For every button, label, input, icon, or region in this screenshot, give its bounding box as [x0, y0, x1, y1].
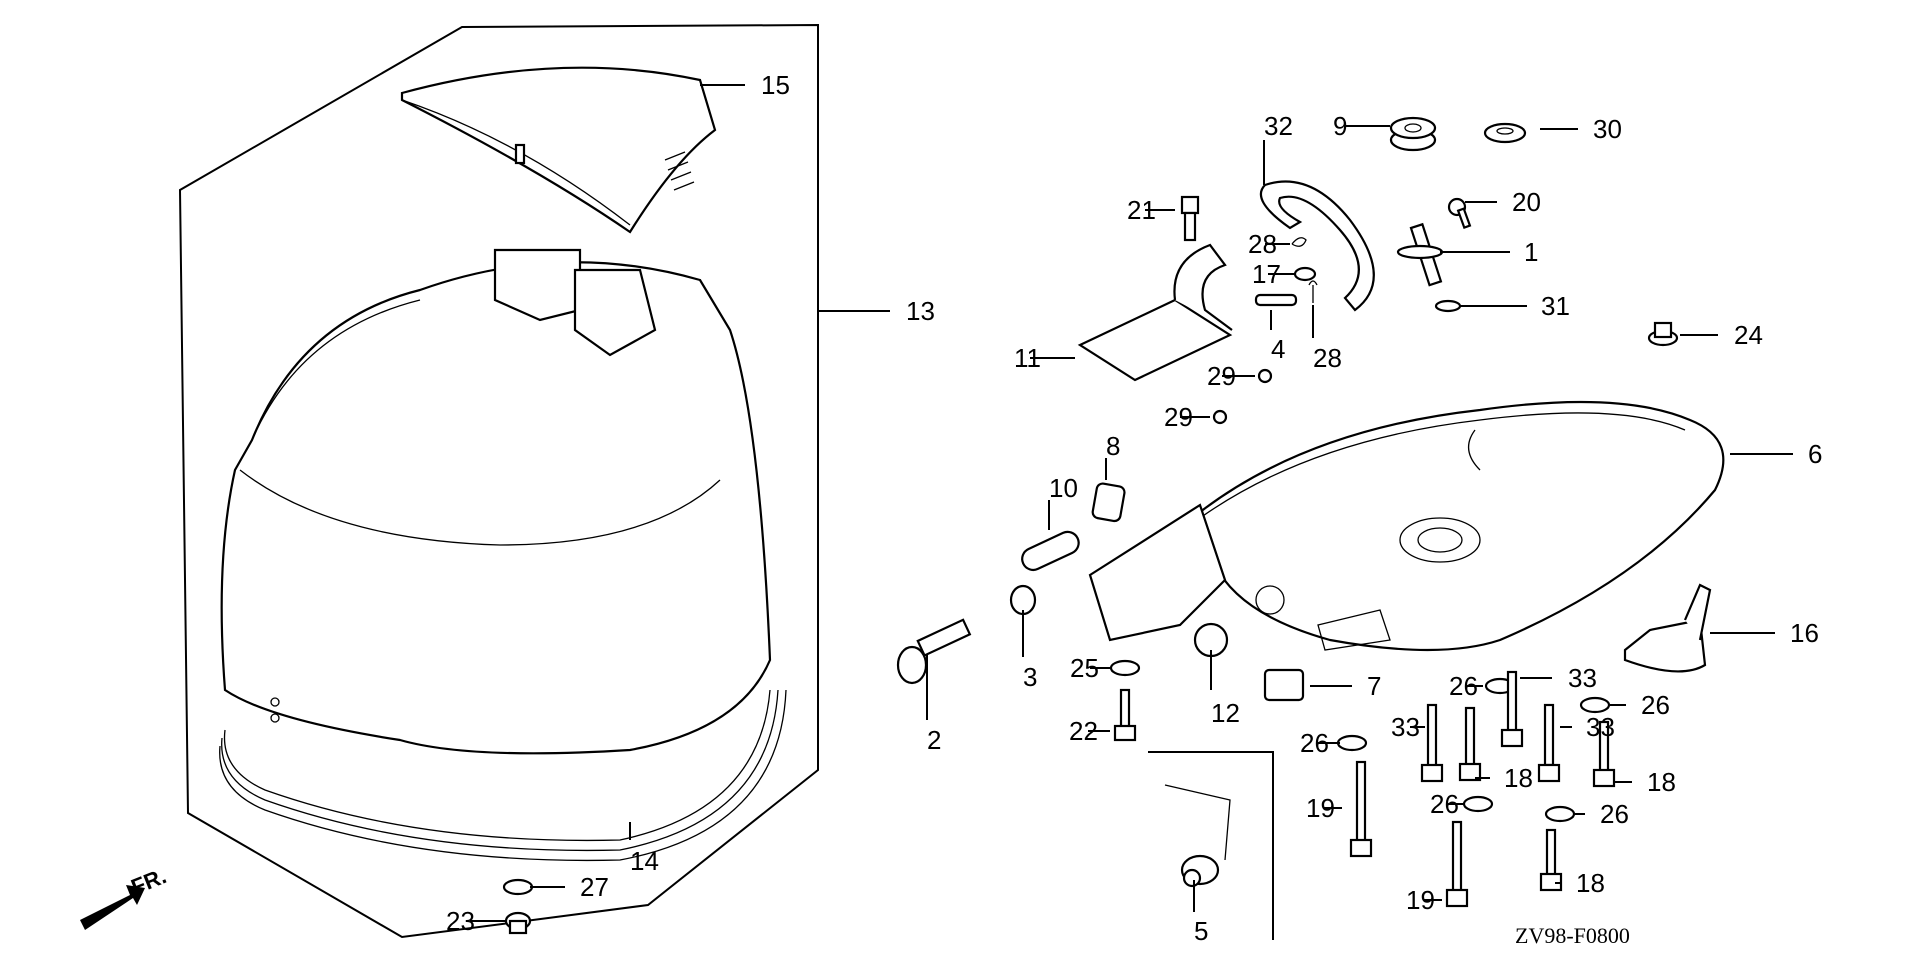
part-22-bolt [1113, 688, 1137, 742]
callout-label-c22: 22 [1069, 716, 1098, 746]
part-15-cover-cap [400, 66, 717, 234]
callout-label-c26b: 26 [1641, 690, 1670, 720]
part-28-clip-upper [1291, 237, 1307, 247]
part-9-grommet [1389, 116, 1437, 152]
callout-label-c21: 21 [1127, 195, 1156, 225]
callout-label-c30: 30 [1593, 114, 1622, 144]
part-6-lower-case [1088, 400, 1725, 652]
part-18-bolt [1592, 720, 1616, 788]
callout-label-c15: 15 [761, 70, 790, 100]
part-27-washer [502, 878, 534, 896]
part-29-screw-upper [1257, 368, 1273, 384]
callout-label-c1: 1 [1524, 237, 1538, 267]
part-16-latch [1623, 583, 1712, 673]
part-4-fitting [1254, 293, 1298, 307]
callout-label-c5: 5 [1194, 916, 1208, 946]
part-7-grommet [1263, 668, 1305, 702]
part-24-nut [1647, 321, 1679, 347]
part-14-seal [219, 689, 787, 862]
part-2-lock-pin [896, 618, 972, 685]
callout-label-c28b: 28 [1313, 343, 1342, 373]
callout-label-c32: 32 [1264, 111, 1293, 141]
callout-label-c9: 9 [1333, 111, 1347, 141]
part-30-grommet [1483, 122, 1527, 144]
callout-label-c6: 6 [1808, 439, 1822, 469]
part-11-bracket [1077, 243, 1233, 382]
callout-label-c19b: 19 [1406, 885, 1435, 915]
callout-label-c13: 13 [906, 296, 935, 326]
part-13-engine-cover [220, 248, 772, 755]
part-32-hose [1259, 180, 1375, 312]
part-26-washer [1336, 734, 1368, 752]
part-10-plate [1021, 530, 1080, 572]
part-26-washer [1579, 696, 1611, 714]
callout-label-c29b: 29 [1164, 402, 1193, 432]
part-18-bolt [1458, 706, 1482, 782]
callout-label-c26d: 26 [1430, 789, 1459, 819]
callout-label-c7: 7 [1367, 671, 1381, 701]
part-1-fitting [1396, 222, 1444, 287]
callout-label-c2: 2 [927, 725, 941, 755]
callout-label-c20: 20 [1512, 187, 1541, 217]
callout-label-c18c: 18 [1576, 868, 1605, 898]
diagram-code: ZV98-F0800 [1515, 923, 1630, 948]
part-5-switch [1164, 784, 1231, 888]
callout-label-c14: 14 [630, 846, 659, 876]
part-23-nut [504, 911, 532, 935]
front-direction-label: FR. [128, 863, 170, 899]
part-26-washer [1462, 795, 1494, 813]
front-direction-arrow: FR. [80, 863, 170, 930]
part-33-bolt [1537, 703, 1561, 783]
part-19-bolt [1349, 760, 1373, 858]
part-33-bolt [1500, 670, 1524, 748]
callout-label-c33c: 33 [1586, 712, 1615, 742]
part-31-washer [1434, 299, 1462, 313]
callout-label-c18b: 18 [1647, 767, 1676, 797]
part-26-washer [1544, 805, 1576, 823]
part-17-screw [1293, 266, 1317, 282]
callout-label-c19a: 19 [1306, 793, 1335, 823]
part-25-washer [1109, 659, 1141, 677]
callout-label-c26a: 26 [1449, 671, 1478, 701]
callout-label-c11: 11 [1014, 343, 1041, 373]
callout-label-c3: 3 [1023, 662, 1037, 692]
callout-label-c31: 31 [1541, 291, 1570, 321]
callout-label-c23: 23 [446, 906, 475, 936]
part-19-bolt [1445, 820, 1469, 908]
part-20-bolt [1447, 197, 1472, 230]
part-5-boundary [1148, 751, 1274, 940]
callout-label-c25: 25 [1070, 653, 1099, 683]
callout-label-c18a: 18 [1504, 763, 1533, 793]
callout-label-c26e: 26 [1600, 799, 1629, 829]
part-28-clip-lower [1308, 280, 1318, 303]
callout-label-c24: 24 [1734, 320, 1763, 350]
callout-label-c27: 27 [580, 872, 609, 902]
callout-label-c12: 12 [1211, 698, 1240, 728]
callout-label-c28a: 28 [1248, 229, 1277, 259]
callout-label-c33a: 33 [1568, 663, 1597, 693]
callout-label-c8: 8 [1106, 431, 1120, 461]
part-21-bolt [1180, 195, 1200, 242]
callout-label-c29a: 29 [1207, 361, 1236, 391]
callout-label-c10: 10 [1049, 473, 1078, 503]
leader-lines [470, 84, 1793, 922]
part-3-cap [1009, 584, 1037, 616]
callout-label-c4: 4 [1271, 334, 1285, 364]
part-8-grommet [1091, 482, 1126, 523]
callout-label-c33b: 33 [1391, 712, 1420, 742]
callout-label-c17: 17 [1252, 259, 1281, 289]
callout-label-c16: 16 [1790, 618, 1819, 648]
part-18-bolt [1539, 828, 1563, 892]
callout-label-c26c: 26 [1300, 728, 1329, 758]
part-29-screw-lower [1212, 409, 1228, 425]
part-33-bolt [1420, 703, 1444, 783]
